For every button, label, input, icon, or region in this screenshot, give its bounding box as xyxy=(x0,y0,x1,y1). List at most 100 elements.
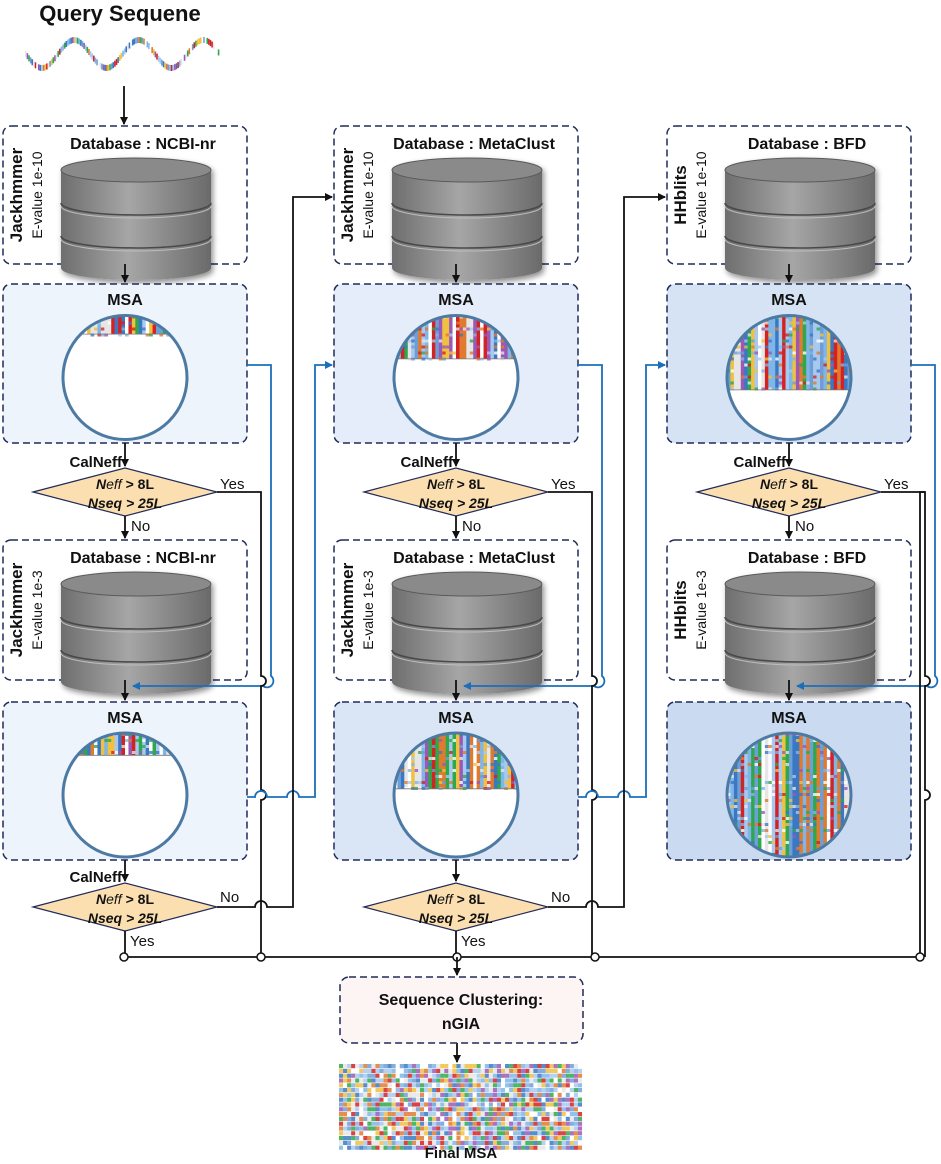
sequence-glyph xyxy=(185,52,187,59)
final-msa-cell xyxy=(363,1131,368,1136)
final-msa-cell xyxy=(347,1131,352,1136)
final-msa-cell xyxy=(509,1092,514,1097)
final-msa-cell xyxy=(403,1083,408,1088)
sequence-glyph xyxy=(136,37,139,44)
final-msa-cell xyxy=(509,1102,514,1107)
final-msa-cell xyxy=(339,1068,344,1073)
final-msa-cell xyxy=(525,1073,530,1078)
sequence-glyph xyxy=(102,64,105,71)
final-msa-cell xyxy=(484,1126,489,1131)
final-msa-cell xyxy=(460,1068,465,1073)
final-msa-cell xyxy=(411,1064,416,1069)
final-msa-cell xyxy=(407,1126,412,1131)
final-msa-cell xyxy=(513,1112,518,1117)
final-msa-cell xyxy=(339,1112,344,1117)
final-msa-cell xyxy=(399,1102,404,1107)
sequence-glyph xyxy=(37,64,40,71)
final-msa-cell xyxy=(505,1126,510,1131)
final-msa-cell xyxy=(573,1083,578,1088)
final-msa-cell xyxy=(436,1097,441,1102)
msa-panel-top: MSA xyxy=(333,283,579,444)
sequence-glyph xyxy=(81,41,84,48)
final-msa-cell xyxy=(573,1073,578,1078)
final-msa-cell xyxy=(573,1121,578,1126)
tool-label: Jackhmmer xyxy=(338,562,357,657)
final-msa-cell xyxy=(432,1126,437,1131)
final-msa-cell xyxy=(452,1088,457,1093)
final-msa-cell xyxy=(468,1107,473,1112)
sequence-glyph xyxy=(91,53,94,60)
final-msa-cell xyxy=(351,1078,356,1083)
final-msa-cell xyxy=(391,1088,396,1093)
sequence-glyph xyxy=(198,38,200,45)
final-msa-cell xyxy=(537,1064,542,1069)
sequence-glyph xyxy=(169,64,171,71)
final-msa-cell xyxy=(533,1145,538,1150)
final-msa-cell xyxy=(448,1140,453,1145)
final-msa-cell xyxy=(545,1092,550,1097)
final-msa-cell xyxy=(395,1064,400,1069)
final-msa-cell xyxy=(420,1140,425,1145)
yes-label: Yes xyxy=(461,933,485,950)
final-msa-cell xyxy=(476,1073,481,1078)
final-msa-cell xyxy=(440,1102,445,1107)
final-msa-cell xyxy=(513,1092,518,1097)
final-msa-cell xyxy=(456,1083,461,1088)
sequence-glyph xyxy=(41,64,43,71)
final-msa-cell xyxy=(545,1145,550,1150)
sequence-glyph xyxy=(206,37,209,44)
final-msa-cell xyxy=(529,1092,534,1097)
final-msa-cell xyxy=(476,1092,481,1097)
final-msa-cell xyxy=(428,1116,433,1121)
final-msa-cell xyxy=(488,1116,493,1121)
final-msa-cell xyxy=(367,1112,372,1117)
sequence-glyph xyxy=(86,46,89,53)
final-msa-cell xyxy=(379,1092,384,1097)
final-msa-cell xyxy=(383,1073,388,1078)
final-msa-cell xyxy=(505,1131,510,1136)
final-msa-cell xyxy=(339,1083,344,1088)
final-msa-cell xyxy=(569,1083,574,1088)
final-msa-cell xyxy=(521,1092,526,1097)
final-msa-cell xyxy=(428,1088,433,1093)
sequence-glyph xyxy=(47,62,50,69)
final-msa-cell xyxy=(387,1073,392,1078)
final-msa-cell xyxy=(488,1136,493,1141)
final-msa-cell xyxy=(517,1131,522,1136)
final-msa-cell xyxy=(391,1064,396,1069)
final-msa-cell xyxy=(525,1136,530,1141)
final-msa-cell xyxy=(351,1068,356,1073)
final-msa-cell xyxy=(472,1068,477,1073)
final-msa-cell xyxy=(363,1083,368,1088)
clustering-line2: nGIA xyxy=(442,1016,481,1033)
sequence-glyph xyxy=(50,59,53,66)
final-msa-cell xyxy=(428,1136,433,1141)
final-msa-cell xyxy=(501,1140,506,1145)
final-msa-cell xyxy=(363,1121,368,1126)
sequence-glyph xyxy=(196,39,199,46)
final-msa-cell xyxy=(379,1145,384,1150)
final-msa-cell xyxy=(460,1121,465,1126)
final-msa-cell xyxy=(424,1136,429,1141)
final-msa-cell xyxy=(501,1112,506,1117)
final-msa-cell xyxy=(569,1088,574,1093)
final-msa-cell xyxy=(525,1097,530,1102)
final-msa-cell xyxy=(464,1140,469,1145)
final-msa-cell xyxy=(339,1064,344,1069)
final-msa-cell xyxy=(452,1102,457,1107)
final-msa-cell xyxy=(537,1145,542,1150)
final-msa-cell xyxy=(379,1064,384,1069)
sequence-glyph xyxy=(177,62,179,69)
final-msa-cell xyxy=(480,1068,485,1073)
final-msa-cell xyxy=(424,1121,429,1126)
final-msa-cell xyxy=(452,1131,457,1136)
final-msa-cell xyxy=(387,1140,392,1145)
final-msa-cell xyxy=(343,1121,348,1126)
final-msa-cell xyxy=(371,1097,376,1102)
final-msa-cell xyxy=(452,1083,457,1088)
final-msa-cell xyxy=(448,1107,453,1112)
final-msa-cell xyxy=(460,1112,465,1117)
final-msa-cell xyxy=(557,1068,562,1073)
sequence-glyph xyxy=(93,55,95,62)
